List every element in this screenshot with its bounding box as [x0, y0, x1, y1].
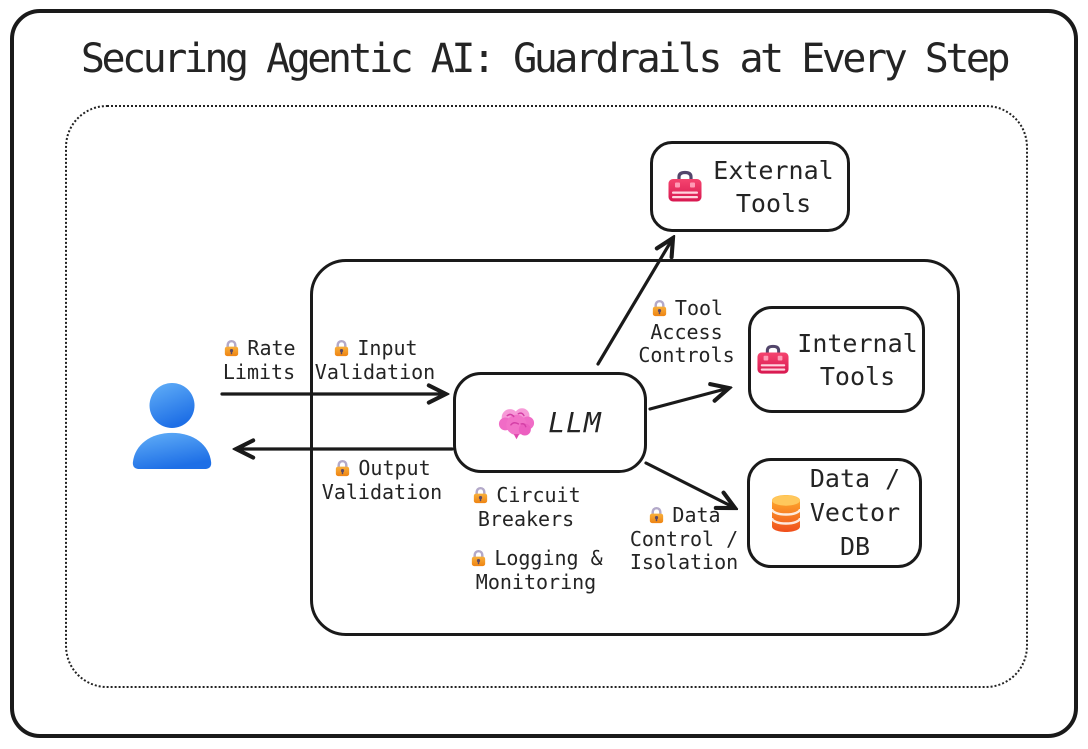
- user-icon: [132, 382, 212, 470]
- guardrail-text: Breakers: [477, 506, 575, 531]
- internal-tools-node: Internal Tools: [748, 306, 925, 413]
- toolbox-icon: [668, 170, 702, 201]
- guardrail-text: Control /: [629, 526, 739, 551]
- guardrail-text: Validation: [321, 479, 443, 504]
- guardrail-text: Validation: [314, 359, 436, 384]
- guardrail-text: Circuit: [496, 483, 581, 507]
- external-tools-label: External Tools: [713, 154, 833, 220]
- label-line: External: [713, 155, 834, 185]
- trust-boundary-dotted-border: [65, 105, 1028, 688]
- outer-border: [10, 9, 1078, 738]
- label-line: Internal: [797, 328, 918, 358]
- guardrail-logging-monitoring: Logging & Monitoring: [444, 546, 628, 594]
- llm-label: LLM: [548, 406, 602, 439]
- guardrail-data-control-isolation: Data Control / Isolation: [602, 503, 766, 575]
- external-tools-node: External Tools: [650, 141, 850, 232]
- toolbox-icon: [757, 344, 789, 374]
- internal-tools-label: Internal Tools: [797, 327, 917, 393]
- guardrail-text: Logging &: [494, 546, 603, 570]
- guardrail-text: Limits: [222, 359, 296, 384]
- guardrail-output-validation: Output Validation: [300, 456, 464, 504]
- guardrail-text: Isolation: [629, 550, 739, 574]
- lock-icon: [471, 486, 490, 505]
- guardrail-text: Tool: [674, 296, 724, 320]
- llm-node: LLM: [453, 372, 647, 473]
- label-line: Tools: [735, 188, 812, 218]
- database-icon: [770, 494, 802, 532]
- lock-icon: [650, 299, 669, 318]
- guardrail-tool-access-controls: Tool Access Controls: [614, 296, 759, 368]
- guardrail-text: Input: [357, 336, 418, 360]
- guardrail-text: Controls: [638, 343, 735, 367]
- guardrail-text: Monitoring: [475, 569, 597, 594]
- brain-icon: [499, 407, 535, 439]
- data-vector-db-node: Data / Vector DB: [747, 458, 922, 568]
- page-title: Securing Agentic AI: Guardrails at Every…: [80, 36, 1011, 82]
- label-line: Tools: [819, 361, 896, 391]
- lock-icon: [222, 339, 241, 358]
- label-line: DB: [839, 532, 871, 561]
- guardrail-text: Output: [358, 456, 431, 480]
- label-line: Data /: [809, 464, 901, 493]
- lock-icon: [469, 549, 488, 568]
- lock-icon: [332, 339, 351, 358]
- guardrail-text: Rate: [247, 336, 296, 360]
- lock-icon: [647, 506, 666, 525]
- guardrail-rate-limits: Rate Limits: [196, 336, 322, 384]
- guardrail-text: Data: [672, 503, 721, 527]
- guardrail-input-validation: Input Validation: [294, 336, 456, 384]
- label-line: Vector: [809, 498, 901, 527]
- lock-icon: [333, 459, 352, 478]
- guardrail-text: Access: [650, 319, 723, 344]
- guardrail-circuit-breakers: Circuit Breakers: [444, 483, 608, 531]
- data-vector-db-label: Data / Vector DB: [810, 462, 900, 564]
